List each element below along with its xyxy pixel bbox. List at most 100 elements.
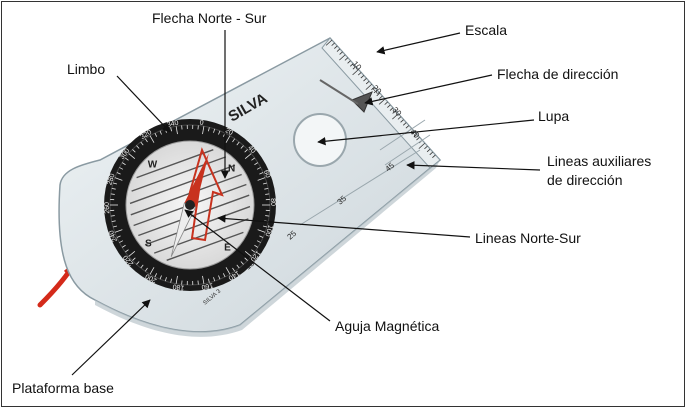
ruler-tick <box>331 42 335 46</box>
ruler-tick <box>432 154 436 159</box>
bezel-tick <box>244 149 248 153</box>
bezel-tick <box>111 220 116 223</box>
bezel-tick <box>222 273 226 278</box>
leader-line <box>406 161 541 171</box>
ruler-tick <box>429 151 433 156</box>
bezel-tick <box>112 182 118 185</box>
bezel-tick <box>125 157 129 161</box>
bezel-tick <box>244 257 248 261</box>
bezel-tick <box>236 141 240 146</box>
bezel-tick <box>140 264 144 269</box>
bezel-tick <box>257 177 266 181</box>
ruler-tick <box>360 75 365 79</box>
label-aux-lines: Lineas auxiliares <box>547 153 652 169</box>
ruler-tick <box>418 142 426 149</box>
bezel-tick <box>240 145 244 149</box>
bezel-tick <box>121 244 126 248</box>
aux-line <box>299 149 421 226</box>
bezel-tick <box>232 138 236 143</box>
north-south-line <box>166 231 244 261</box>
bezel-letter: N <box>228 164 235 175</box>
ruler-tick <box>405 125 410 129</box>
ruler-tick <box>400 119 404 123</box>
bezel-degree: 240 <box>108 229 119 243</box>
ruler-tick <box>352 66 357 70</box>
bezel-tick <box>265 193 270 195</box>
ruler-tick <box>371 86 375 91</box>
bezel-tick <box>144 267 148 272</box>
bezel-tick <box>202 275 205 284</box>
bezel-tick <box>111 187 116 190</box>
bezel-tick <box>149 135 155 143</box>
bezel-letter: W <box>148 159 158 170</box>
ruler-tick <box>365 83 373 90</box>
bezel-degree: 280 <box>106 173 116 186</box>
bezel-tick <box>262 182 268 185</box>
bezel-tick <box>170 278 173 283</box>
bezel-degree: 0 <box>199 120 204 127</box>
ruler-tick <box>413 134 418 138</box>
bezel-tick <box>251 157 255 161</box>
leader-line <box>364 74 493 106</box>
bezel-tick <box>259 235 264 238</box>
ruler-tick <box>389 107 394 111</box>
bezel-degree: 40 <box>246 145 256 156</box>
north-south-line <box>129 164 236 205</box>
north-south-line <box>130 173 242 216</box>
bezel-degree: 180 <box>172 282 185 291</box>
label-magnifier: Lupa <box>538 108 570 124</box>
bezel-degree: 260 <box>104 202 111 214</box>
bezel-tick <box>110 193 115 195</box>
bezel-tick <box>159 275 162 280</box>
ruler-tick <box>402 122 407 126</box>
bezel-tick <box>264 187 269 190</box>
bezel-tick <box>170 127 173 132</box>
bezel-tick <box>259 172 264 175</box>
ruler-tick <box>339 51 343 55</box>
bezel-tick <box>207 127 210 132</box>
bezel-tick <box>136 145 140 149</box>
ruler-tick <box>357 72 362 76</box>
label-base-plate: Plataforma base <box>12 380 114 396</box>
bezel-tick <box>244 153 252 160</box>
bezel-tick <box>218 130 221 135</box>
aux-line <box>379 119 426 151</box>
bezel-degree: 80 <box>269 198 276 206</box>
bezel-degree: 20 <box>224 127 234 137</box>
ruler-tick <box>384 101 388 105</box>
bezel-tick <box>164 277 167 282</box>
bezel-tick <box>132 149 136 153</box>
leader-line <box>116 75 171 133</box>
leader-line <box>217 214 471 238</box>
ruler-tick <box>373 89 378 94</box>
label-scale: Escala <box>465 22 508 38</box>
bezel-tick <box>256 240 261 243</box>
bezel-tick <box>114 177 123 181</box>
north-south-line <box>138 194 250 237</box>
north-south-line <box>131 156 227 192</box>
bezel-tick <box>144 138 148 143</box>
label-north-south-lines: Lineas Norte-Sur <box>475 230 581 246</box>
bezel-tick <box>154 132 158 137</box>
bezel-tick <box>154 273 158 278</box>
bezel-tick <box>132 257 136 261</box>
bezel-tick <box>140 141 144 146</box>
bezel-tick <box>128 250 136 257</box>
bezel-degree: 100 <box>263 224 273 237</box>
label-bezel: Limbo <box>67 61 106 77</box>
leader-line <box>317 119 535 146</box>
north-south-line <box>153 218 249 254</box>
ruler-tick <box>387 104 391 108</box>
bezel-tick <box>119 240 124 243</box>
ruler-tick <box>379 95 383 100</box>
bezel-tick <box>218 275 221 280</box>
ruler-tick <box>352 69 359 76</box>
label-north-south-arrow: Flecha Norte - Sur <box>152 10 267 26</box>
bezel-tick <box>136 261 140 265</box>
ruler-tick <box>416 137 420 141</box>
bezel-tick <box>149 267 155 275</box>
bezel-tick <box>112 225 118 228</box>
